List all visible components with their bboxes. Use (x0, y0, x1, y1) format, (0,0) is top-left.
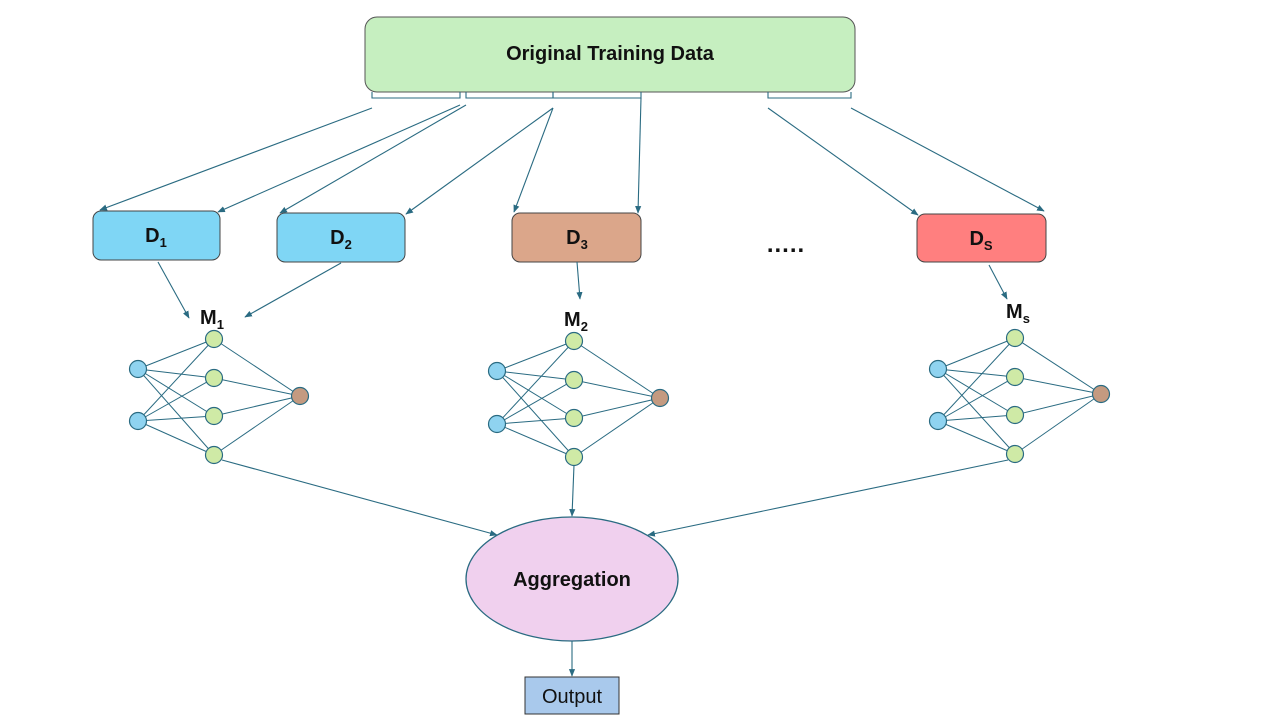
network-connection (573, 379, 661, 399)
network-connection (937, 414, 1016, 422)
dataset-label-d1: D1 (145, 225, 167, 250)
dataset-label-d3: D3 (566, 227, 588, 252)
output-node (1091, 384, 1111, 404)
output-node (650, 388, 670, 408)
model-label-m2: M2 (564, 309, 588, 334)
neural-network-m2 (487, 331, 670, 467)
dataset-label-ds: DS (969, 228, 992, 253)
input-node (128, 359, 148, 379)
network-connection (937, 337, 1016, 422)
dataset-box-ds: DS (916, 213, 1047, 263)
dataset-sampling-arrows (99, 97, 1045, 216)
hidden-node (1005, 405, 1025, 425)
network-connection (213, 338, 301, 397)
aggregation-node: Aggregation (465, 516, 679, 642)
dataset-to-model-arrows (157, 261, 1008, 319)
hidden-node (564, 331, 584, 351)
hidden-node (1005, 328, 1025, 348)
network-connection (496, 379, 575, 425)
network-connection (137, 368, 215, 456)
original-training-data-box: Original Training Data (364, 16, 856, 93)
network-connection (137, 415, 215, 422)
input-node (928, 411, 948, 431)
network-connection (573, 397, 661, 419)
network-connection (137, 377, 215, 422)
neural-network-m1 (128, 329, 310, 465)
output-node (290, 386, 310, 406)
network-connection (496, 370, 575, 458)
network-connection (213, 395, 301, 456)
network-connection (1014, 393, 1102, 416)
neural-network-ms (928, 328, 1111, 464)
hidden-node (204, 406, 224, 426)
model-to-aggregation-arrows (221, 459, 1009, 537)
hidden-node (1005, 444, 1025, 464)
dataset-label-d2: D2 (330, 227, 352, 252)
input-node (928, 359, 948, 379)
network-connection (1014, 376, 1102, 395)
hidden-node (564, 408, 584, 428)
network-connection (213, 377, 301, 397)
input-node (487, 414, 507, 434)
hidden-node (1005, 367, 1025, 387)
input-node (487, 361, 507, 381)
network-connection (137, 338, 215, 422)
network-connection (573, 340, 661, 399)
network-connection (573, 397, 661, 458)
network-connection (937, 420, 1016, 455)
original-training-data-label: Original Training Data (506, 43, 715, 65)
hidden-node (204, 329, 224, 349)
network-connection (137, 420, 215, 456)
hidden-node (204, 445, 224, 465)
dataset-box-d1: D1 (92, 210, 221, 261)
network-connection (137, 368, 215, 417)
model-label-m1: M1 (200, 307, 224, 332)
ellipsis-text: ..... (767, 231, 805, 258)
dataset-box-d3: D3 (511, 212, 642, 263)
hidden-node (564, 370, 584, 390)
network-connection (1014, 393, 1102, 455)
network-connection (937, 337, 1016, 370)
network-connection (137, 368, 215, 379)
network-connection (937, 376, 1016, 422)
network-connection (496, 340, 575, 425)
network-connection (937, 368, 1016, 416)
output-label: Output (542, 686, 602, 708)
root-bracket-wires (371, 92, 852, 99)
network-connection (496, 370, 575, 381)
network-connection (496, 370, 575, 419)
network-connection (137, 338, 215, 370)
network-connection (937, 368, 1016, 378)
network-connection (1014, 337, 1102, 395)
network-connection (496, 423, 575, 458)
output-box: Output (524, 676, 620, 715)
model-label-ms: Ms (1006, 301, 1030, 326)
network-connection (496, 417, 575, 425)
network-connection (213, 395, 301, 417)
network-connection (496, 340, 575, 372)
input-node (128, 411, 148, 431)
aggregation-label: Aggregation (513, 569, 631, 591)
hidden-node (564, 447, 584, 467)
dataset-box-d2: D2 (276, 212, 406, 263)
network-connection (937, 368, 1016, 455)
hidden-node (204, 368, 224, 388)
